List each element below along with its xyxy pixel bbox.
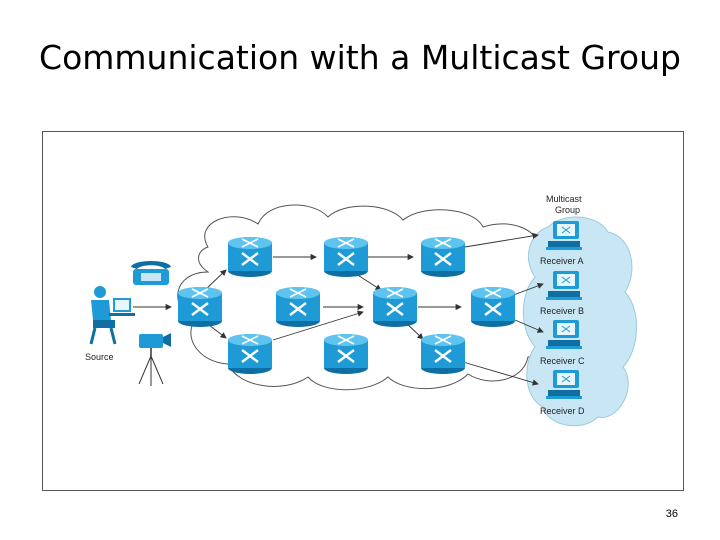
router-row2-1 <box>176 285 224 329</box>
multicast-group-label-line2: Group <box>555 205 580 215</box>
path-r33-receiver-d <box>462 361 539 386</box>
router-row2-3 <box>371 285 419 329</box>
router-row3-1 <box>226 332 274 376</box>
telephone-icon <box>131 261 171 285</box>
router-row1-3 <box>419 235 467 279</box>
source-label: Source <box>85 352 114 362</box>
path-r31-r23 <box>272 310 364 341</box>
path-r21-r11 <box>204 269 227 291</box>
receiver-c-label: Receiver C <box>540 356 585 366</box>
path-r13-receiver-a <box>464 232 539 248</box>
router-row3-3 <box>419 332 467 376</box>
router-row1-2 <box>322 235 370 279</box>
network-diagram: Source Multicast Group Receiver A Receiv… <box>85 194 637 427</box>
receiver-b-label: Receiver B <box>540 306 584 316</box>
multicast-group-label-line1: Multicast <box>546 194 582 204</box>
router-row2-2 <box>274 285 322 329</box>
multicast-group-area <box>522 216 637 427</box>
slide-title: Communication with a Multicast Group <box>39 38 681 77</box>
diagram-frame: Source Multicast Group Receiver A Receiv… <box>42 131 684 491</box>
receiver-a-label: Receiver A <box>540 256 584 266</box>
router-row1-1 <box>226 235 274 279</box>
router-row3-2 <box>322 332 370 376</box>
page-number: 36 <box>665 508 678 520</box>
receiver-d-label: Receiver D <box>540 406 585 416</box>
router-row2-4 <box>469 285 517 329</box>
source-user-icon <box>89 286 135 345</box>
video-camera-icon <box>138 333 171 386</box>
